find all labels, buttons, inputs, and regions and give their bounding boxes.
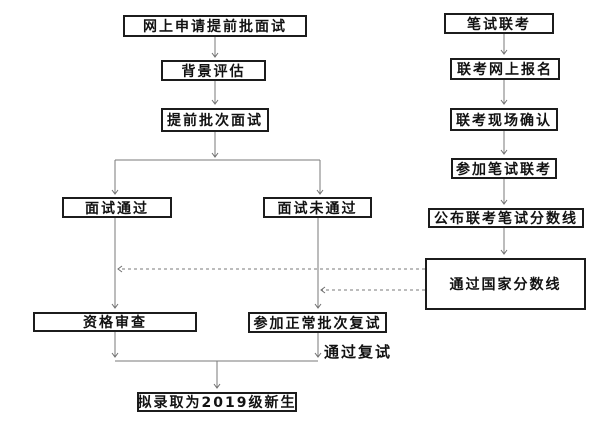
edge-label-pass-retest: 通过复试 — [324, 343, 393, 361]
node-normal-retest: 参加正常批次复试 — [248, 312, 387, 333]
node-background-eval: 背景评估 — [161, 60, 266, 81]
node-onsite-confirm: 联考现场确认 — [450, 108, 558, 131]
node-qualification-review: 资格审查 — [33, 312, 197, 332]
node-national-score-line: 通过国家分数线 — [425, 258, 586, 310]
node-take-exam: 参加笔试联考 — [451, 158, 557, 179]
node-apply-online: 网上申请提前批面试 — [123, 15, 307, 37]
node-admission-2019: 拟录取为2019级新生 — [137, 392, 297, 412]
node-interview-fail: 面试未通过 — [263, 197, 372, 218]
node-interview-pass: 面试通过 — [62, 197, 172, 218]
node-online-register: 联考网上报名 — [450, 58, 560, 80]
node-score-line: 公布联考笔试分数线 — [428, 208, 584, 228]
node-written-exam: 笔试联考 — [444, 13, 554, 34]
node-early-interview: 提前批次面试 — [161, 108, 269, 132]
